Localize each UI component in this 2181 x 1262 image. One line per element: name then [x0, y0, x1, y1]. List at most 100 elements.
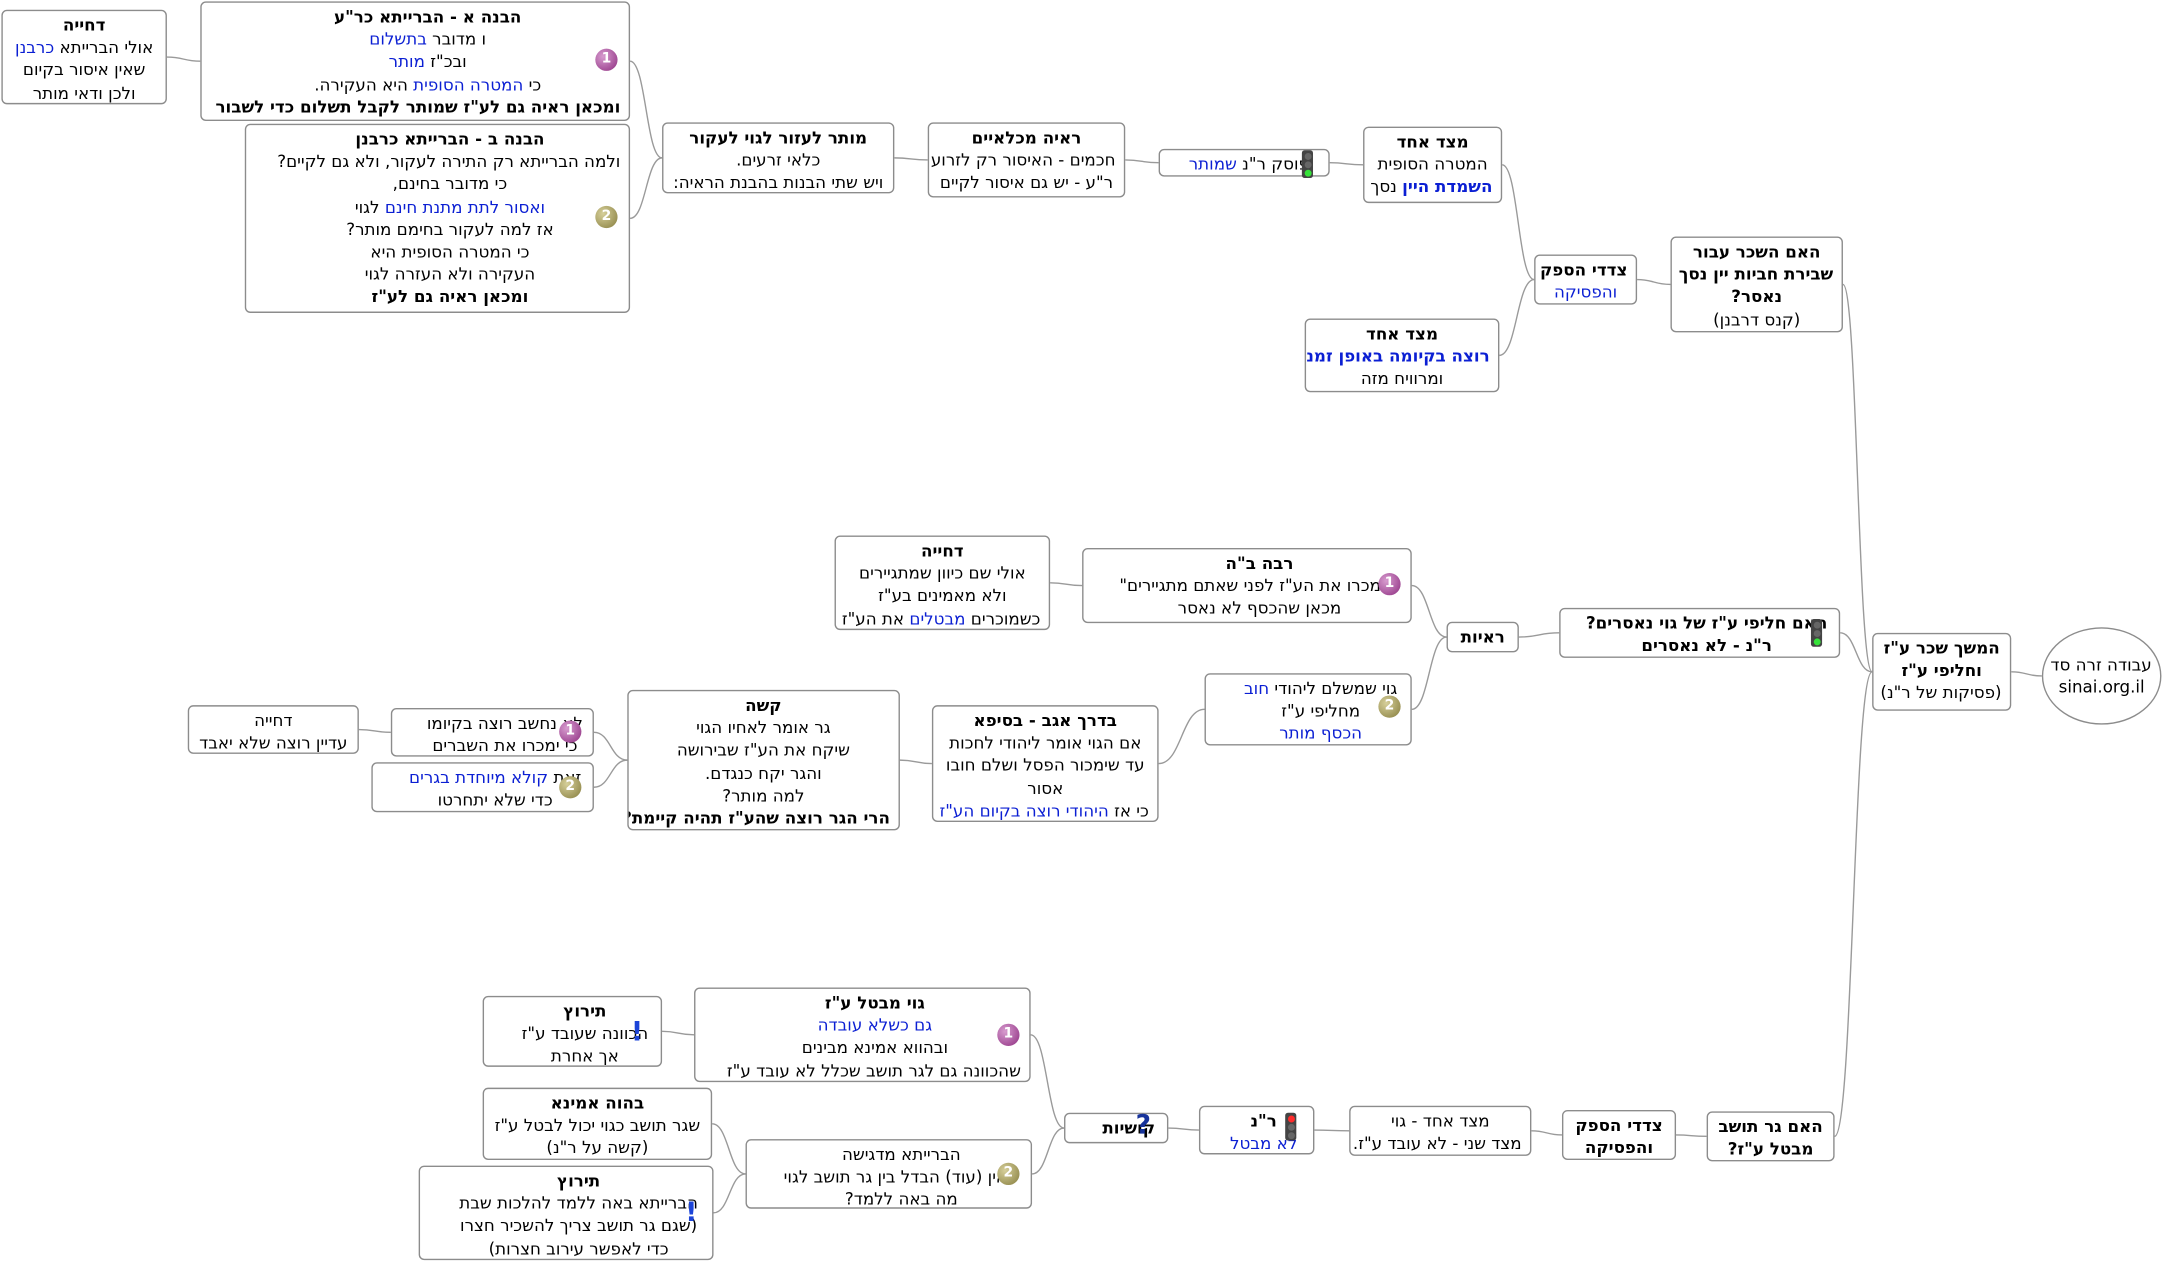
- question-mark-icon: ?: [1135, 1109, 1151, 1141]
- node-text-line: והפסיקה: [1544, 281, 1627, 303]
- connector-line: [1329, 162, 1364, 166]
- node-text: שאין איסור בקיום: [22, 60, 146, 80]
- connector-line: [713, 1173, 746, 1214]
- node-text-line: שבירת חביות יין נסך: [1679, 263, 1833, 286]
- node-text: עבודה זרה סד: [2050, 654, 2152, 675]
- node-text: האם חליפי ע"ז של גוי נאסרים?: [1585, 613, 1828, 633]
- node-text-line: מצד אחד: [1373, 131, 1493, 154]
- node-text-line: ובכ"ז מותר: [235, 51, 620, 74]
- node-text: הבנה ב - הברייתא כרבנן: [355, 129, 545, 149]
- node-text: הרי הגר רוצה שהע"ז תהיה קיימת?: [627, 808, 891, 828]
- node-text: גוי מבטל ע"ז: [824, 993, 925, 1013]
- node-text: מה באה ללמד?: [844, 1189, 958, 1209]
- node-text-line: דחייה: [11, 14, 157, 37]
- connector-line: [1411, 636, 1447, 711]
- node-text: ובכ"ז: [424, 52, 467, 72]
- topic-node-q3k[interactable]: קושיות: [1064, 1112, 1169, 1144]
- node-text: הבנה א - הברייתא כר"ע: [333, 6, 522, 27]
- priority-1-icon: 1: [1378, 573, 1401, 596]
- node-text: והגר יקח כנגדם.: [705, 763, 822, 783]
- highlighted-text: מותר: [388, 52, 425, 72]
- node-text-line: ו מדובר בתשלום: [235, 28, 620, 51]
- node-text-line: הרי הגר רוצה שהע"ז תהיה קיימת?: [629, 807, 890, 829]
- node-text: לא נחשב רוצה בקיומו: [426, 713, 583, 734]
- node-text-line: מותר לעזור לגוי לעקור: [672, 127, 885, 150]
- node-text-line: למה מותר?: [637, 784, 890, 807]
- connector-line: [899, 759, 932, 765]
- node-text-line: אסור: [942, 777, 1149, 800]
- node-text: גוי שמשלם ליהודי: [1269, 678, 1398, 699]
- node-text-line: הכוונה שעובד ע"ז: [517, 1023, 652, 1046]
- connector-line: [593, 731, 628, 761]
- node-text-line: עבודה זרה סד: [2050, 653, 2152, 676]
- highlighted-text: כרבנן: [15, 37, 55, 58]
- node-text-line: כי המטרה הסופית היא: [280, 241, 621, 264]
- node-text: העקירה ולא העזרה לגוי: [364, 264, 536, 285]
- node-text-line: לא נחשב רוצה בקיומו: [426, 712, 585, 735]
- node-text: כי אז: [1108, 800, 1149, 821]
- topic-node-r1[interactable]: רבה ב"ה"תמכרו את הע"ז לפני שאתם מתגיירים…: [1082, 548, 1412, 624]
- node-text: והפסיקה: [1584, 1138, 1654, 1158]
- node-text: ופוסק ר"נ: [1236, 154, 1314, 174]
- traffic-light-icon: [1301, 150, 1314, 179]
- connector-line: [1168, 1127, 1199, 1131]
- highlighted-text: לא מבטל: [1229, 1133, 1298, 1154]
- node-text-line: והפסיקה: [1572, 1137, 1667, 1159]
- node-text-line: עד שימכור הפסל ושלם חובו: [942, 754, 1149, 777]
- highlighted-text: המטרה הסופית: [413, 74, 524, 95]
- node-text-line: גוי מבטל ע"ז: [729, 992, 1021, 1015]
- connector-line: [1833, 671, 1873, 1138]
- node-text-line: (קנס דרבנן): [1680, 308, 1833, 331]
- priority-2-icon: 2: [559, 776, 582, 799]
- highlighted-text: השמדת היין: [1402, 177, 1493, 197]
- connector-line: [894, 157, 928, 161]
- node-text-line: דחייה: [198, 709, 350, 732]
- highlighted-text: והפסיקה: [1554, 282, 1618, 303]
- node-text-line: זאת קולא מיוחדת בגרים: [406, 766, 584, 789]
- node-text-line: כי ימכרו את השברים: [426, 735, 585, 755]
- node-text: כדי לאפשר עירוב חצרות): [488, 1238, 669, 1259]
- node-text-line: השמדת היין נסך: [1370, 176, 1493, 199]
- node-text: ויש שתי הבנות בהבנת הראיה:: [673, 173, 884, 193]
- connector-line: [1125, 159, 1159, 164]
- node-text: האם השכר עבור: [1692, 242, 1821, 262]
- exclamation-icon: !: [630, 1016, 644, 1048]
- node-text: למה מותר?: [722, 785, 805, 806]
- topic-node-q2r[interactable]: ראיות: [1446, 621, 1519, 653]
- node-text-line: אולי הברייתא כרבנן: [11, 36, 157, 59]
- topic-node-q1p[interactable]: ופוסק ר"נ שמותר: [1158, 148, 1330, 177]
- topic-node-q2[interactable]: האם חליפי ע"ז של גוי נאסרים?ר"נ - לא נאס…: [1559, 607, 1841, 658]
- node-text-line: שאין איסור בקיום: [11, 59, 157, 82]
- connector-line: [1031, 1127, 1065, 1175]
- node-text: הברייתא באה ללמד להלכות שבת: [459, 1193, 698, 1214]
- connector-line: [1030, 1034, 1065, 1129]
- highlighted-text: גם כשלא עובדה: [817, 1015, 933, 1036]
